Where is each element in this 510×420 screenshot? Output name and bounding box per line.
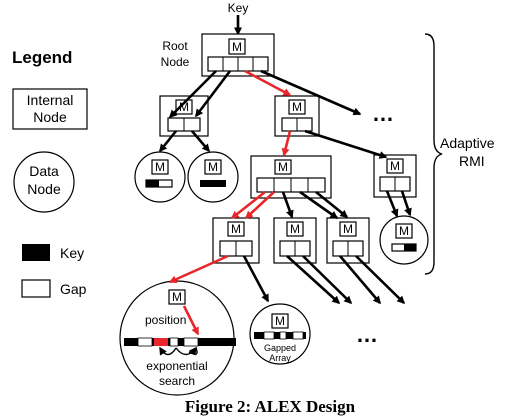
legend-internal-node-label-1: Internal	[27, 92, 74, 108]
black-edges	[158, 69, 412, 305]
gapped-array-label-1: Gapped	[264, 343, 296, 353]
model-label: M	[399, 224, 409, 238]
model-label: M	[275, 314, 285, 328]
gapped-array-label-2: Array	[269, 353, 291, 363]
adaptive-rmi-bracket	[424, 33, 443, 275]
legend-data-node-circle	[13, 151, 75, 213]
legend-gap-label: Gap	[60, 281, 87, 297]
legend-key-label: Key	[60, 245, 84, 261]
internal-node-l2-right: M	[373, 154, 417, 198]
exponential-search-arcs	[159, 346, 198, 356]
adaptive-rmi-label-2: RMI	[459, 153, 485, 169]
model-label: M	[179, 100, 189, 114]
internal-node-l3-1: M	[212, 217, 260, 264]
red-search-path	[168, 69, 292, 336]
model-label: M	[232, 40, 242, 54]
position-label: position	[145, 313, 186, 327]
ellipsis-bottom: …	[356, 322, 378, 347]
legend-gap-swatch	[21, 279, 51, 298]
exponential-search-label-1: exponential	[146, 359, 207, 373]
internal-node-l3-3: M	[326, 217, 370, 264]
model-box	[175, 99, 193, 115]
adaptive-rmi-label-1: Adaptive	[440, 135, 495, 151]
model-label: M	[343, 222, 353, 236]
legend-title: Legend	[12, 48, 72, 67]
model-box	[227, 221, 245, 237]
model-box	[168, 289, 186, 305]
legend-data-node-label-2: Node	[27, 181, 61, 197]
legend-key-swatch	[22, 244, 50, 261]
ellipsis-level1: …	[372, 101, 394, 126]
key-input-label: Key	[228, 1, 249, 15]
root-node-label-1: Root	[162, 39, 188, 53]
exponential-search-label-2: search	[159, 374, 195, 388]
internal-node-l1-middle: M	[274, 95, 320, 137]
model-box	[386, 158, 404, 174]
model-box	[151, 159, 169, 175]
model-box	[286, 221, 304, 237]
internal-node-l2-wide: M	[250, 155, 332, 199]
legend-internal-node-label-2: Node	[33, 109, 67, 125]
model-box	[339, 221, 357, 237]
figure-caption: Figure 2: ALEX Design	[185, 397, 356, 416]
model-box	[395, 223, 413, 239]
data-node-l3-right: M	[379, 215, 429, 265]
data-node-l2-1: M	[134, 151, 186, 203]
model-label: M	[231, 222, 241, 236]
model-box	[228, 38, 246, 55]
model-box	[288, 99, 306, 115]
model-box	[271, 313, 289, 329]
root-node: M	[201, 33, 275, 77]
model-label: M	[290, 222, 300, 236]
gapped-array	[200, 180, 226, 187]
internal-node-l3-2: M	[273, 217, 317, 264]
data-node-l2-2: M	[187, 151, 239, 203]
model-label: M	[172, 290, 182, 304]
model-label: M	[292, 100, 302, 114]
gapped-array-detail	[124, 337, 236, 347]
data-node-large-detail: M position exponential search	[119, 280, 236, 396]
legend: Legend Internal Node Data Node Key Gap	[12, 48, 88, 298]
legend-internal-node-box	[12, 88, 88, 130]
model-label: M	[278, 160, 288, 174]
model-label: M	[155, 160, 165, 174]
model-box	[204, 159, 222, 175]
model-label: M	[208, 160, 218, 174]
legend-data-node-label-1: Data	[29, 163, 59, 179]
data-node-gapped-array: M Gapped Array	[249, 303, 311, 365]
model-box	[274, 159, 292, 175]
root-node-label-2: Node	[161, 55, 190, 69]
model-label: M	[390, 159, 400, 173]
